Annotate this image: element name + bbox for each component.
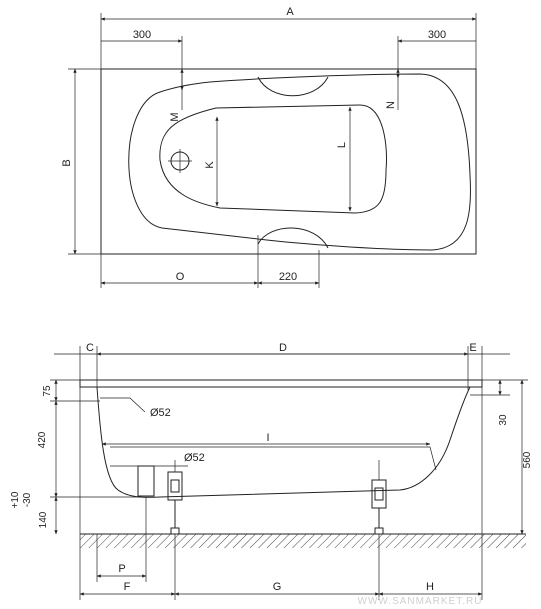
dim-label-K: K: [204, 161, 216, 169]
dim-label-C: C: [86, 342, 94, 354]
dim-label-P: P: [118, 563, 125, 575]
dim-leg-tol-plus: +10: [10, 491, 21, 508]
tub-outer-outline: [100, 68, 477, 255]
dim-label-D: D: [279, 342, 287, 354]
dim-drain-diameter: Ø52: [184, 452, 205, 464]
leg-right: [371, 460, 387, 535]
dim-rim-right: 30: [498, 414, 509, 426]
dim-label-L: L: [336, 142, 348, 148]
dim-label-O: O: [176, 271, 185, 283]
drain-pipe: [137, 465, 155, 497]
dim-total-height: 560: [522, 451, 533, 468]
top-handle: [257, 76, 329, 97]
dim-rim-height: 75: [42, 385, 53, 397]
dim-depth: 420: [37, 431, 48, 448]
tub-body-outline: [96, 386, 471, 498]
dim-right-offset: 300: [428, 29, 446, 41]
dim-left-offset: 300: [133, 29, 151, 41]
dim-label-M: M: [169, 112, 181, 121]
dim-label-F: F: [124, 581, 131, 593]
dim-label-B: B: [61, 159, 73, 166]
dim-label-H: H: [426, 581, 434, 593]
dim-label-N: N: [385, 101, 397, 109]
bottom-handle: [257, 227, 329, 249]
watermark: WWW.SANMARKET.RU: [358, 596, 483, 607]
dim-label-E: E: [469, 342, 476, 354]
dim-leg-height: 140: [38, 511, 49, 528]
dim-drain-offset: 220: [279, 271, 297, 283]
dim-leg-tol-minus: -30: [22, 492, 33, 507]
dim-label-A: A: [286, 6, 294, 18]
dim-overflow-diameter: Ø52: [150, 407, 171, 419]
tub-rim: [79, 379, 483, 388]
top-view: A 300 300 M N K L B O 220: [61, 6, 477, 288]
dim-label-I: I: [266, 432, 269, 444]
dim-label-G: G: [273, 581, 282, 593]
side-view: I Ø52 Ø52 C D E: [10, 342, 533, 607]
tub-basin-outline: [128, 73, 472, 251]
floor-hatch: [80, 534, 526, 548]
tub-floor-outline: [159, 104, 387, 214]
